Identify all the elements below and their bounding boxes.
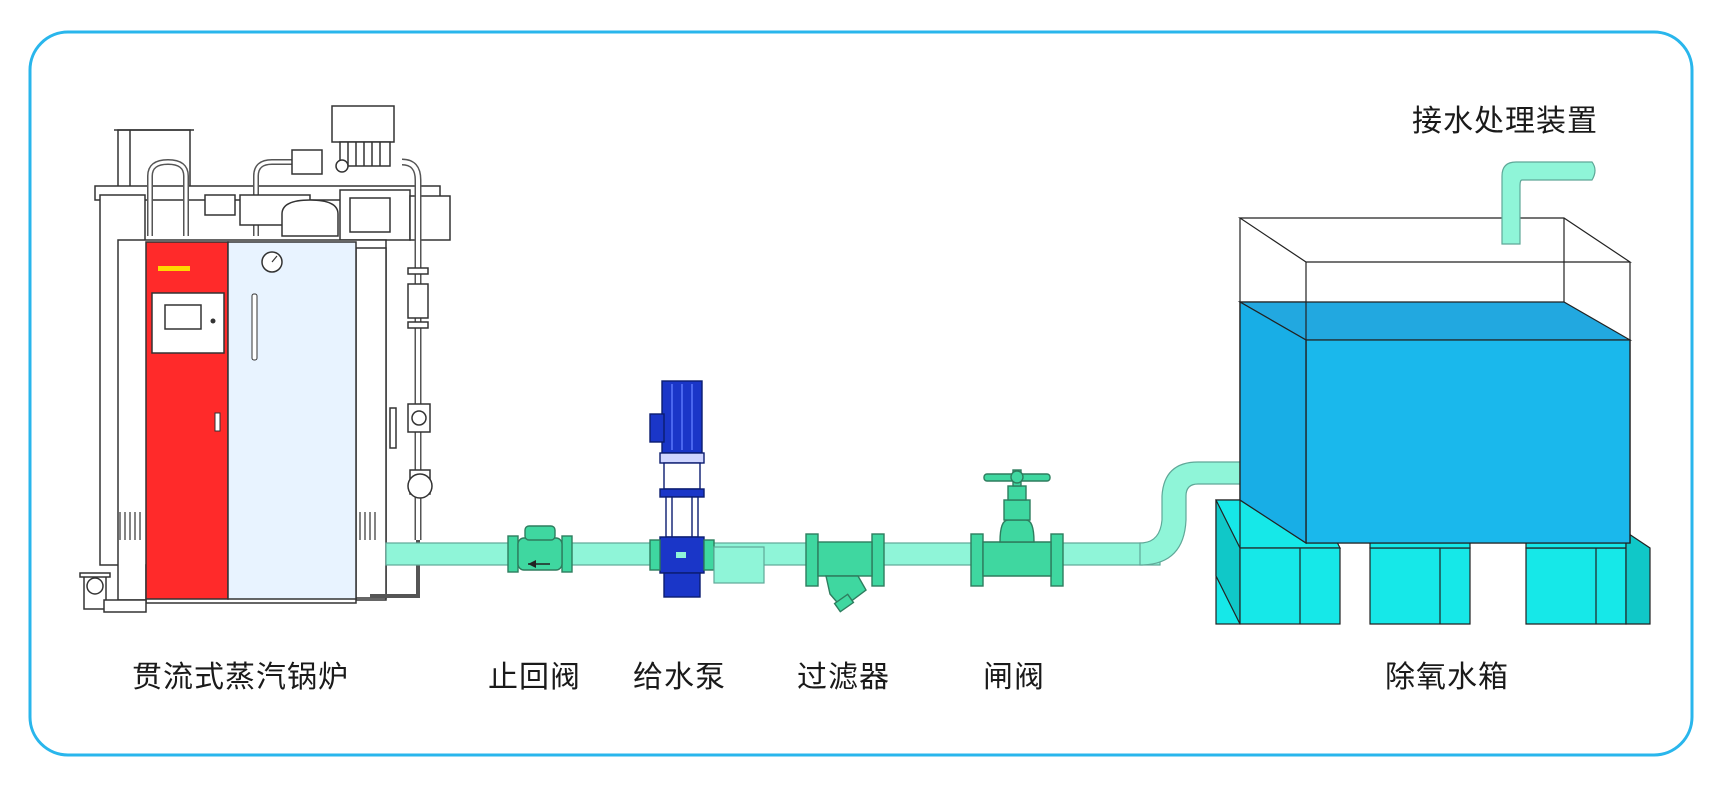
feed-pump — [649, 380, 715, 598]
water-treatment-pipe — [1501, 161, 1596, 245]
label-deaerator-tank: 除氧水箱 — [1385, 660, 1509, 695]
strainer — [805, 533, 885, 613]
tank-base-blocks — [1215, 499, 1651, 625]
blowdown-valve — [79, 572, 147, 613]
label-check-valve: 止回阀 — [488, 660, 581, 695]
boiler-side-pipe — [370, 158, 433, 598]
label-strainer: 过滤器 — [797, 660, 890, 695]
outer-frame — [28, 30, 1694, 757]
tank-inlet-pipe — [1139, 461, 1273, 566]
boiler-light-panel — [227, 241, 357, 600]
label-gate-valve: 闸阀 — [983, 660, 1045, 695]
deaerator-tank — [1237, 217, 1633, 545]
check-valve — [507, 525, 573, 573]
label-boiler: 贯流式蒸汽锅炉 — [132, 660, 349, 695]
label-feed-pump: 给水泵 — [633, 660, 726, 695]
gate-valve — [970, 469, 1064, 587]
label-water-treatment: 接水处理装置 — [1412, 104, 1598, 139]
